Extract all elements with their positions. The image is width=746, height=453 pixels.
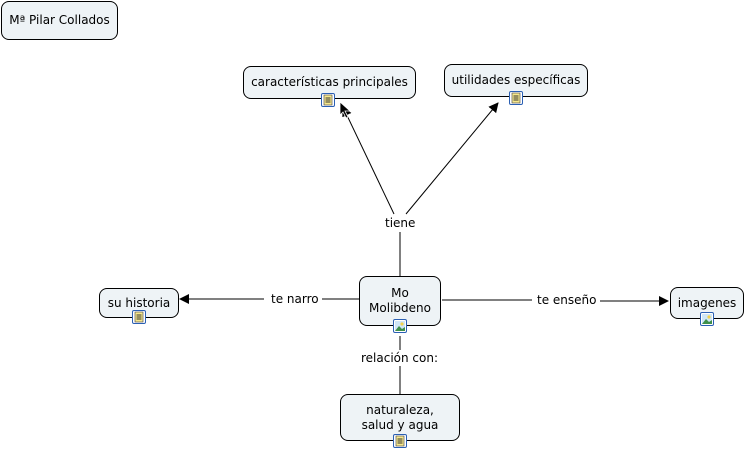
document-resource-icon[interactable] (321, 93, 335, 107)
node-imagenes[interactable]: imagenes (670, 287, 744, 319)
node-naturaleza-salud-agua[interactable]: naturaleza, salud y agua (340, 394, 460, 441)
arrow-to-utilidades (405, 102, 499, 215)
link-label-relacion-con: relación con: (358, 351, 442, 365)
link-label-tiene: tiene (382, 216, 419, 230)
arrow-to-caracteristicas (342, 106, 395, 215)
image-resource-icon[interactable] (700, 312, 714, 326)
author-text: Mª Pilar Collados (9, 13, 110, 27)
image-resource-icon[interactable] (393, 319, 407, 333)
document-resource-icon[interactable] (393, 434, 407, 448)
link-label-te-narro: te narro (268, 292, 322, 306)
mouse-cursor-icon (339, 101, 352, 119)
node-mo-molibdeno[interactable]: Mo Molibdeno (359, 276, 441, 326)
node-naturaleza-text: naturaleza, salud y agua (361, 402, 439, 432)
link-label-te-ensenio: te enseño (534, 293, 600, 307)
node-historia-text: su historia (107, 295, 171, 310)
node-imagenes-text: imagenes (677, 295, 737, 310)
document-resource-icon[interactable] (132, 310, 146, 324)
node-center-text: Mo Molibdeno (369, 286, 431, 315)
node-caracteristicas-text: características principales (251, 75, 408, 89)
node-utilidades-text: utilidades específicas (451, 73, 581, 87)
document-resource-icon[interactable] (509, 91, 523, 105)
author-node[interactable]: Mª Pilar Collados (1, 1, 118, 40)
